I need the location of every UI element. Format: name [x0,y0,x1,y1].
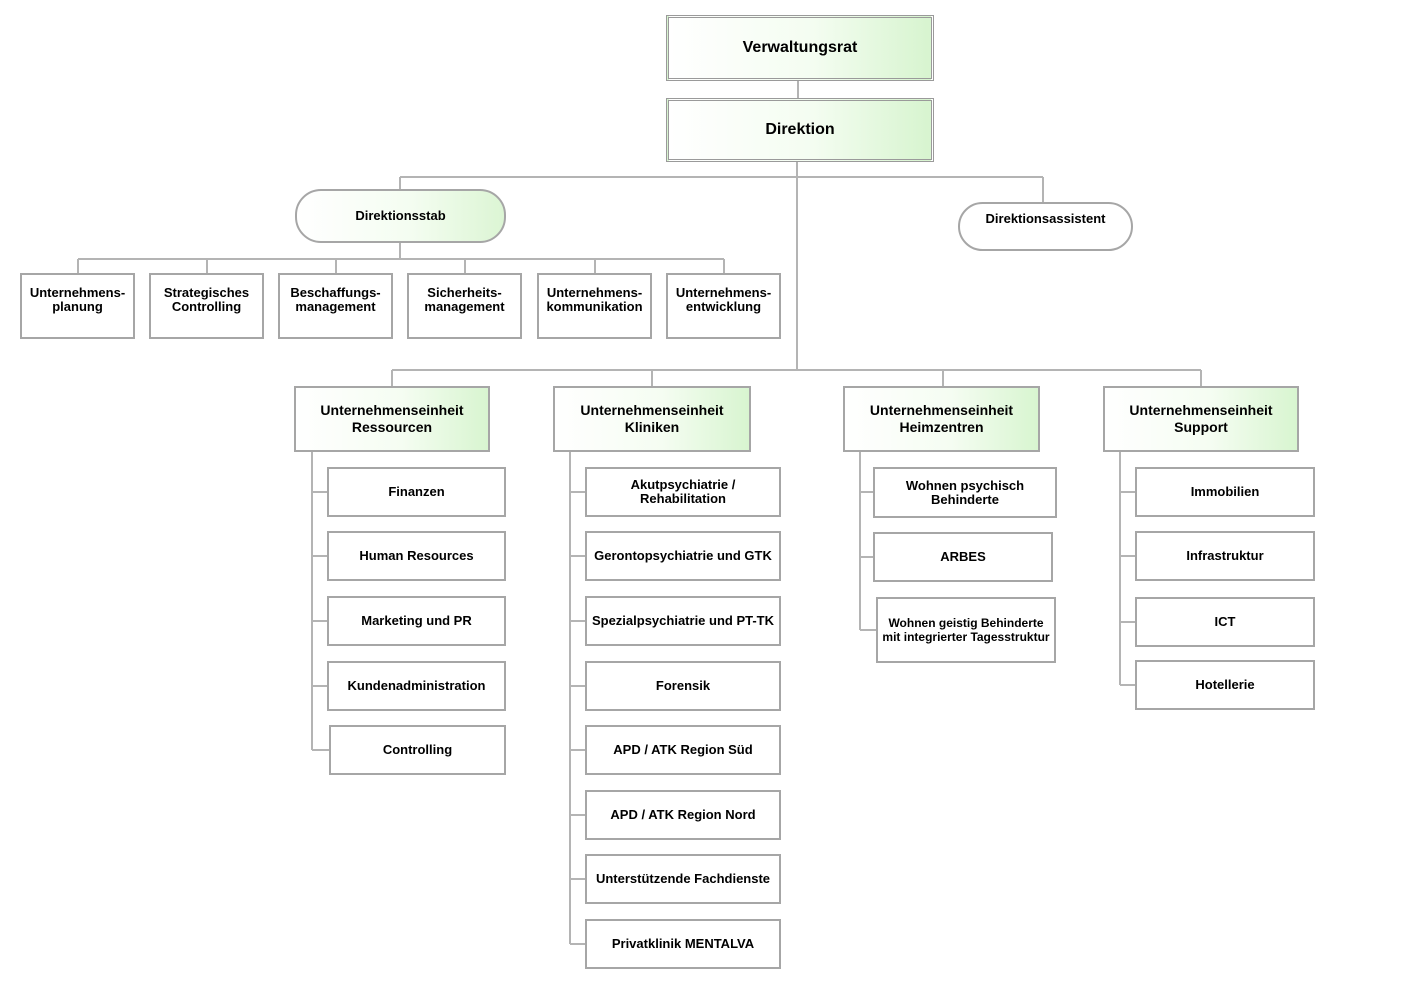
department-label: Hotellerie [1195,677,1255,692]
board-box: Verwaltungsrat [666,15,934,81]
department-label: Gerontopsychiatrie und GTK [594,548,772,563]
department-label: Unterstützende Fachdienste [595,871,771,886]
staff-unit-box: Unternehmens- entwicklung [666,273,781,339]
department-label: Infrastruktur [1186,548,1264,563]
department-label: Forensik [655,678,711,693]
assistant-label: Direktionsassistent [985,211,1106,226]
staff-unit-label: Sicherheits- management [424,285,505,314]
business-unit-box: Unternehmenseinheit Kliniken [553,386,751,452]
department-label: Controlling [382,742,453,757]
direction-label: Direktion [765,121,835,138]
staff-box: Direktionsstab [295,189,506,243]
staff-unit-box: Unternehmens- kommunikation [537,273,652,339]
staff-unit-label: Unternehmens- planung [29,285,126,314]
department-box: Gerontopsychiatrie und GTK [585,531,781,581]
department-box: ICT [1135,597,1315,647]
staff-unit-box: Unternehmens- planung [20,273,135,339]
board-label: Verwaltungsrat [742,39,858,56]
staff-unit-box: Sicherheits- management [407,273,522,339]
department-box: Marketing und PR [327,596,506,646]
department-box: APD / ATK Region Süd [585,725,781,775]
department-label: Immobilien [1190,484,1260,499]
business-unit-label: Unternehmenseinheit Heimzentren [869,402,1014,435]
department-box: Spezialpsychiatrie und PT-TK [585,596,781,646]
department-box: Human Resources [327,531,506,581]
staff-unit-label: Unternehmens- entwicklung [675,285,772,314]
business-unit-box: Unternehmenseinheit Heimzentren [843,386,1040,452]
department-box: Forensik [585,661,781,711]
department-box: APD / ATK Region Nord [585,790,781,840]
business-unit-box: Unternehmenseinheit Support [1103,386,1299,452]
department-box: Wohnen psychisch Behinderte [873,467,1057,518]
department-label: APD / ATK Region Süd [613,742,753,757]
staff-unit-label: Unternehmens- kommunikation [546,285,643,314]
department-box: ARBES [873,532,1053,582]
department-label: Spezialpsychiatrie und PT-TK [591,613,775,628]
department-label: APD / ATK Region Nord [610,807,756,822]
department-label: Kundenadministration [347,678,486,693]
department-box: Wohnen geistig Behinderte mit integriert… [876,597,1056,663]
department-label: ARBES [940,549,986,564]
department-box: Controlling [329,725,506,775]
department-box: Finanzen [327,467,506,517]
department-label: Wohnen psychisch Behinderte [905,477,1025,507]
staff-unit-box: Beschaffungs- management [278,273,393,339]
department-label: Akutpsychiatrie / Rehabilitation [630,477,736,506]
department-label: Finanzen [388,484,445,499]
business-unit-label: Unternehmenseinheit Kliniken [580,402,724,435]
department-label: ICT [1214,614,1236,629]
department-label: Marketing und PR [361,613,472,628]
staff-unit-label: Beschaffungs- management [290,285,381,314]
department-box: Hotellerie [1135,660,1315,710]
staff-unit-label: Strategisches Controlling [163,285,250,314]
department-box: Kundenadministration [327,661,506,711]
department-label: Privatklinik MENTALVA [611,936,755,951]
department-box: Immobilien [1135,467,1315,517]
staff-unit-box: Strategisches Controlling [149,273,264,339]
assistant-box: Direktionsassistent [958,202,1133,251]
department-box: Akutpsychiatrie / Rehabilitation [585,467,781,517]
department-label: Wohnen geistig Behinderte mit integriert… [882,616,1050,644]
department-box: Infrastruktur [1135,531,1315,581]
business-unit-box: Unternehmenseinheit Ressourcen [294,386,490,452]
direction-box: Direktion [666,98,934,162]
department-box: Unterstützende Fachdienste [585,854,781,904]
department-label: Human Resources [359,548,474,563]
department-box: Privatklinik MENTALVA [585,919,781,969]
staff-label: Direktionsstab [355,208,446,223]
business-unit-label: Unternehmenseinheit Support [1129,402,1273,435]
business-unit-label: Unternehmenseinheit Ressourcen [320,402,464,435]
